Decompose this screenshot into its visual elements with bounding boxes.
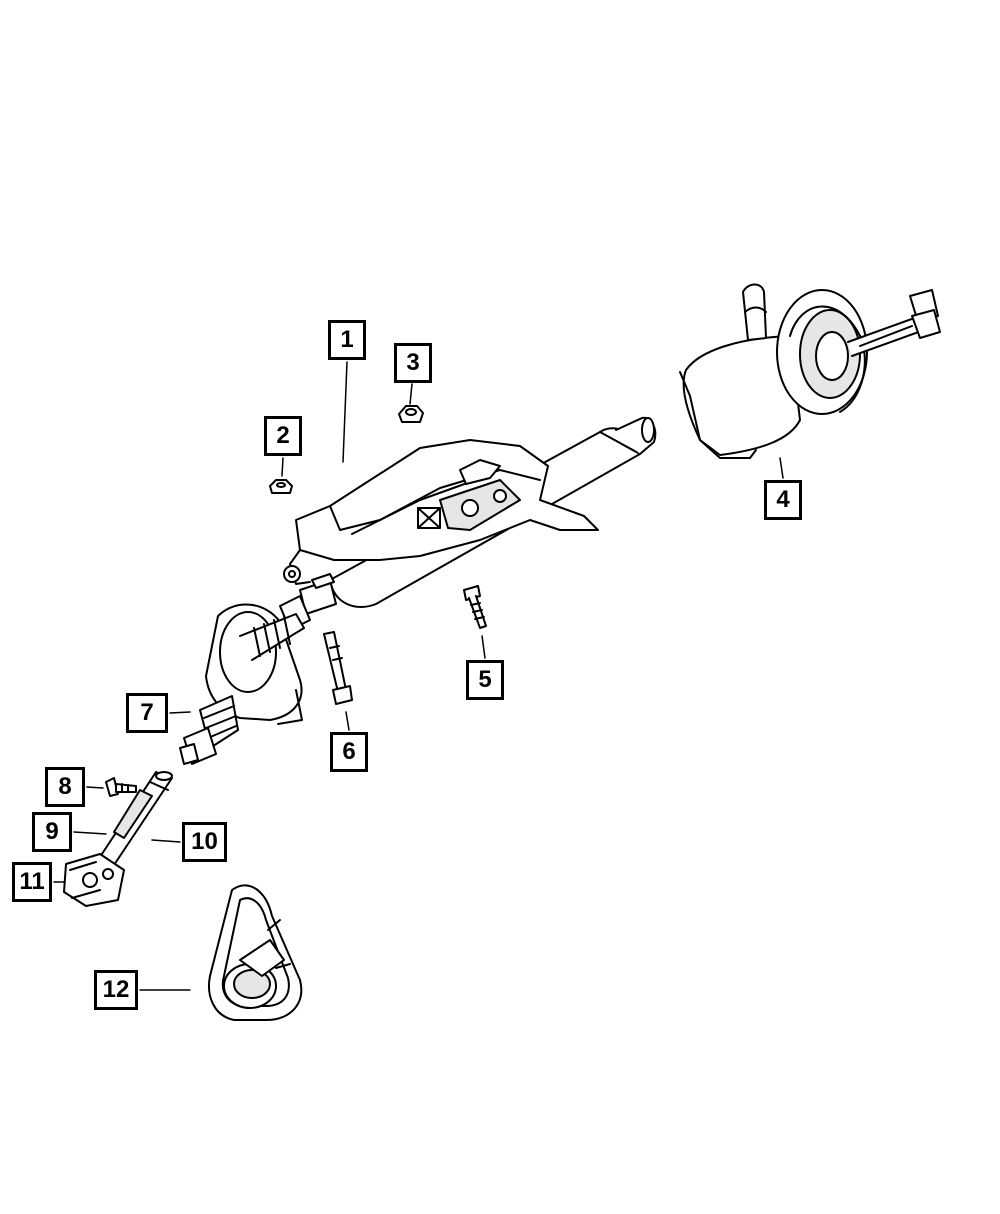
callout-12: 12 — [94, 970, 138, 1010]
callout-10: 10 — [182, 822, 227, 862]
nut-part-3 — [398, 405, 424, 423]
callout-4: 4 — [764, 480, 802, 520]
intermediate-shaft-part-9 — [97, 771, 173, 869]
callout-9: 9 — [32, 812, 72, 852]
callout-2: 2 — [264, 416, 302, 456]
bolt-part-6 — [323, 631, 353, 705]
callout-7: 7 — [126, 693, 168, 733]
bolt-part-5 — [463, 585, 487, 629]
callout-6: 6 — [330, 732, 368, 772]
callout-3: 3 — [394, 343, 432, 383]
callout-1: 1 — [328, 320, 366, 360]
dash-boot-part-12 — [208, 884, 303, 1021]
leader-lines — [53, 361, 784, 991]
callout-5: 5 — [466, 660, 504, 700]
callout-11: 11 — [12, 862, 52, 902]
u-joint-part-11 — [63, 853, 125, 907]
bolt-part-8 — [105, 777, 137, 797]
nut-part-2 — [269, 479, 293, 494]
steering-column-part-1 — [279, 416, 657, 631]
boot-seal-part-7 — [179, 603, 305, 765]
column-shroud-part-4 — [679, 283, 941, 459]
callout-8: 8 — [45, 767, 85, 807]
